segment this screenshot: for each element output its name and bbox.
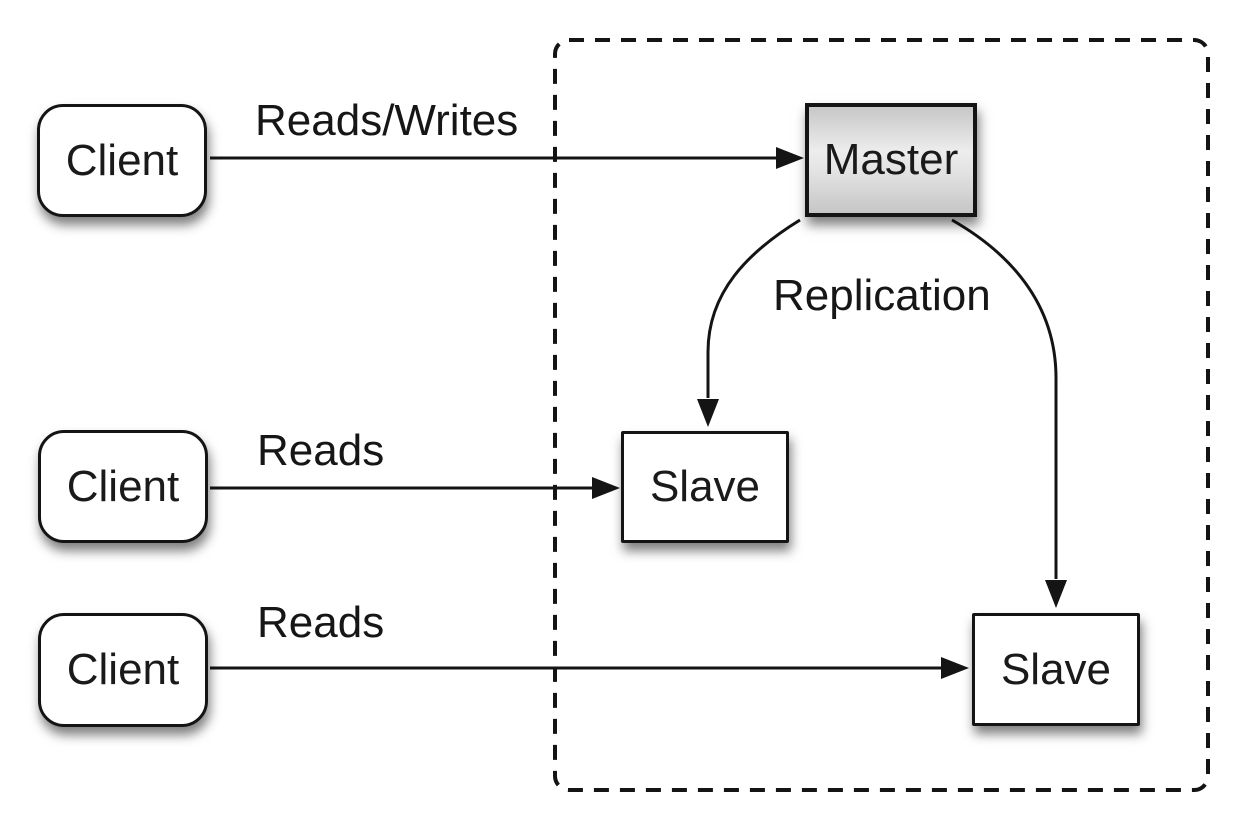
replication-cluster-boundary	[553, 38, 1210, 792]
arrowhead-right-icon	[941, 657, 969, 679]
edge-label-reads-bottom: Reads	[257, 598, 385, 647]
node-label: Client	[66, 461, 180, 511]
node-client-middle: Client	[38, 430, 208, 543]
node-client-bottom: Client	[38, 613, 208, 727]
edge-reads-bottom	[210, 657, 969, 679]
node-slave-middle: Slave	[621, 431, 789, 543]
arrowhead-right-icon	[776, 147, 804, 169]
node-master: Master	[805, 103, 977, 217]
edge-label-replication: Replication	[773, 271, 991, 320]
arrowhead-down-icon	[697, 399, 719, 427]
node-label: Slave	[1000, 644, 1112, 694]
node-slave-bottom: Slave	[972, 613, 1140, 726]
arrowhead-down-icon	[1045, 580, 1067, 608]
node-label: Slave	[649, 462, 761, 511]
edge-replication-left	[697, 218, 801, 427]
node-label: Client	[65, 135, 179, 185]
edge-reads-middle	[210, 477, 620, 499]
edge-label-reads-writes: Reads/Writes	[255, 96, 519, 145]
node-label: Master	[823, 135, 959, 184]
arrowhead-right-icon	[592, 477, 620, 499]
node-client-top: Client	[37, 104, 207, 217]
edge-replication-right	[951, 218, 1067, 608]
edge-reads-writes	[210, 147, 804, 169]
node-label: Client	[66, 645, 180, 694]
edge-label-reads-middle: Reads	[257, 426, 385, 475]
